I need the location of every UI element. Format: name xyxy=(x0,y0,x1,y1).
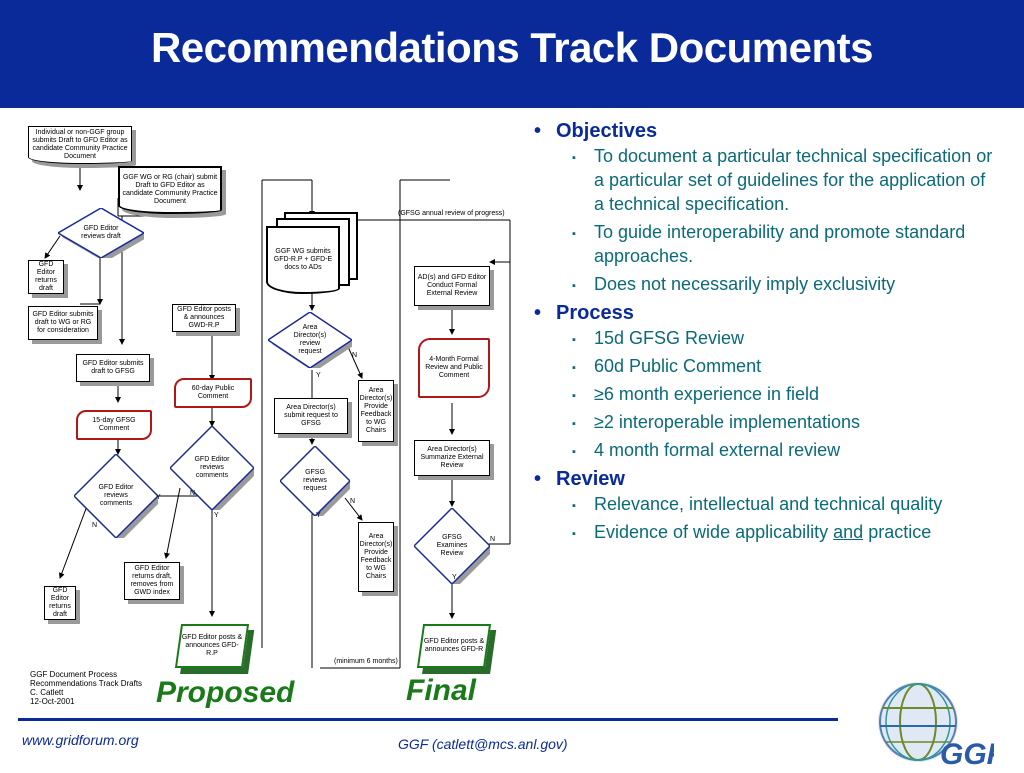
objectives-item: ▪Does not necessarily imply exclusivity xyxy=(572,274,896,294)
footer-divider xyxy=(18,718,838,721)
gfd-editor-posts-gwd: GFD Editor posts & announces GWD-R.P xyxy=(172,304,236,332)
objectives-item: ▪To document a particular technical spec… xyxy=(572,146,993,214)
process-heading: •Process xyxy=(534,302,634,324)
process-item: ▪4 month formal external review xyxy=(572,440,841,460)
footer-contact: GGF (catlett@mcs.anl.gov) xyxy=(398,736,568,752)
flowchart: Individual or non-GGF group submits Draf… xyxy=(0,108,520,720)
final-label: Final xyxy=(406,674,477,707)
review-item: ▪Evidence of wide applicability and prac… xyxy=(572,522,932,542)
logo-text: GGF xyxy=(940,738,994,768)
review-item: ▪Relevance, intellectual and technical q… xyxy=(572,494,943,514)
process-item: ▪15d GFSG Review xyxy=(572,328,745,348)
min-6-months-note: (minimum 6 months) xyxy=(334,658,398,665)
globe-logo-icon: GGF xyxy=(868,672,1006,771)
gfsg-comment-15d: 15-day GFSG Comment xyxy=(76,410,152,440)
public-comment-60d: 60-day Public Comment xyxy=(174,378,252,408)
process-item: ▪60d Public Comment xyxy=(572,356,762,376)
bullet-list: •Objectives ▪To document a particular te… xyxy=(530,118,1000,548)
gfd-editor-reviews-comments-left-decision: GFD Editor reviews comments xyxy=(74,454,158,538)
objectives-item: ▪To guide interoperability and promote s… xyxy=(572,222,966,266)
diagram-caption: GGF Document Process Recommendations Tra… xyxy=(30,670,143,706)
yes-marker-5: Y xyxy=(452,574,457,581)
gfsg-reviews-request-decision: GFSG reviews request xyxy=(280,446,350,516)
proposed-posts-box: GFD Editor posts & announces GFD-R.P xyxy=(174,624,250,668)
ad-review-request-decision: Area Director(s) review request xyxy=(268,312,352,368)
objectives-heading: •Objectives xyxy=(534,120,658,142)
gfsg-annual-note: (GFSG annual review of progress) xyxy=(398,210,505,217)
process-item: ▪≥6 month experience in field xyxy=(572,384,820,404)
yes-marker-1: Y xyxy=(156,494,161,501)
gfd-editor-reviews-comments-mid-decision: GFD Editor reviews comments xyxy=(170,426,254,510)
yes-marker-3: Y xyxy=(316,372,321,379)
slide-title: Recommendations Track Documents xyxy=(150,24,874,71)
gfd-editor-returns-draft-2: GFD Editor returns draft xyxy=(44,586,76,620)
ad-conduct-review: AD(s) and GFD Editor Conduct Formal Exte… xyxy=(414,266,490,306)
no-marker-1: N xyxy=(92,522,98,529)
formal-review-4m: 4-Month Formal Review and Public Comment xyxy=(418,338,490,398)
gfd-editor-submits-gfsg: GFD Editor submits draft to GFSG xyxy=(76,354,150,382)
ad-submit-request: Area Director(s) submit request to GFSG xyxy=(274,398,348,434)
no-marker-3: N xyxy=(352,352,358,359)
start-document: Individual or non-GGF group submits Draf… xyxy=(28,126,132,164)
gfd-editor-returns-draft-1: GFD Editor returns draft xyxy=(28,260,64,294)
gfd-editor-reviews-draft-decision: GFD Editor reviews draft xyxy=(58,208,144,258)
final-posts-box: GFD Editor posts & announces GFD-R xyxy=(416,624,492,668)
title-bar: Recommendations Track Documents xyxy=(0,0,1024,108)
ad-feedback-1: Area Director(s) Provide Feedback to WG … xyxy=(358,380,394,442)
wg-submits-document: GGF WG submits GFD-R.P + GFD-E docs to A… xyxy=(266,226,340,294)
yes-marker-2: Y xyxy=(214,512,219,519)
no-marker-5: N xyxy=(490,536,496,543)
ad-summarize: Area Director(s) Summarize External Revi… xyxy=(414,440,490,476)
yes-marker-4: Y xyxy=(316,512,321,519)
footer-url: www.gridforum.org xyxy=(22,732,139,748)
gfsg-examines-decision: GFSG Examines Review xyxy=(414,508,490,584)
no-marker-2: N xyxy=(190,490,196,497)
proposed-label: Proposed xyxy=(156,676,295,709)
gfd-editor-submits-wg-rg: GFD Editor submits draft to WG or RG for… xyxy=(28,306,98,340)
wg-rg-submit-document: GGF WG or RG (chair) submit Draft to GFD… xyxy=(118,166,222,214)
no-marker-4: N xyxy=(350,498,356,505)
gfd-editor-returns-removes: GFD Editor returns draft, removes from G… xyxy=(124,562,180,600)
ad-feedback-2: Area Director(s) Provide Feedback to WG … xyxy=(358,522,394,592)
review-heading: •Review xyxy=(534,468,625,490)
process-item: ▪≥2 interoperable implementations xyxy=(572,412,861,432)
